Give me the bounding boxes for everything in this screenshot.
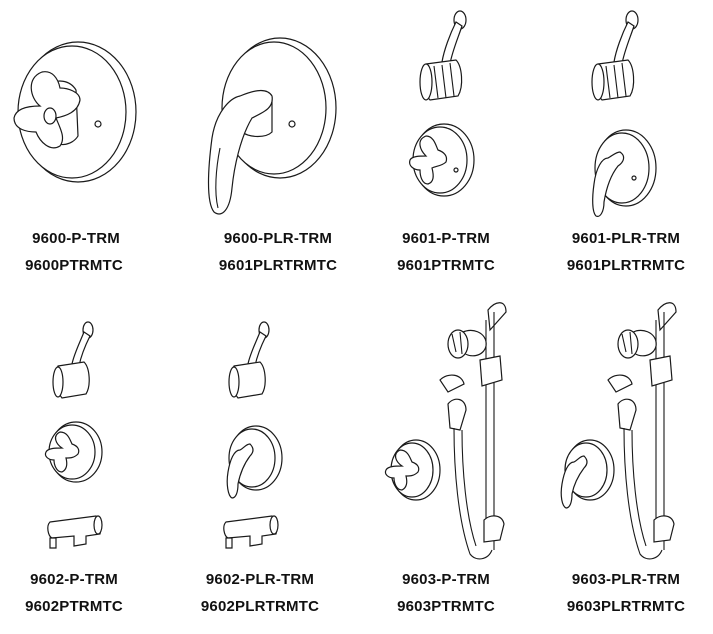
showerhead-icon <box>592 11 638 100</box>
showerhead-icon <box>420 11 466 100</box>
tub-spout-icon <box>224 516 278 548</box>
showerhead-icon <box>53 322 93 398</box>
product-code: 9602PTRMTC <box>25 598 123 615</box>
model-number: 9602-PLR-TRM <box>205 571 315 588</box>
model-number: 9601-P-TRM <box>402 230 490 247</box>
valve-trim-icon <box>410 124 474 196</box>
valve-trim-icon <box>45 422 102 482</box>
product-code: 9602PLRTRMTC <box>200 598 320 615</box>
model-number: 9601-PLR-TRM <box>571 230 681 247</box>
product-code: 9603PTRMTC <box>397 598 495 615</box>
product-code: 9601PTRMTC <box>397 257 495 274</box>
model-number: 9602-P-TRM <box>30 571 118 588</box>
model-number: 9603-P-TRM <box>402 571 490 588</box>
valve-trim-lever-icon <box>593 130 656 216</box>
hand-shower-slide-bar-icon <box>608 303 676 559</box>
valve-trim-lever-icon <box>561 440 614 508</box>
product-code: 9600PTRMTC <box>25 257 123 274</box>
model-number: 9600-P-TRM <box>32 230 120 247</box>
model-number: 9600-PLR-TRM <box>223 230 333 247</box>
product-code: 9603PLRTRMTC <box>566 598 686 615</box>
product-code: 9601PLRTRMTC <box>566 257 686 274</box>
model-number: 9603-PLR-TRM <box>571 571 681 588</box>
tub-spout-icon <box>48 516 102 548</box>
valve-trim-icon <box>385 440 440 500</box>
hand-shower-slide-bar-icon <box>440 303 506 559</box>
valve-trim-lever-icon <box>227 426 282 498</box>
showerhead-icon <box>229 322 269 398</box>
product-code: 9601PLRTRMTC <box>218 257 338 274</box>
